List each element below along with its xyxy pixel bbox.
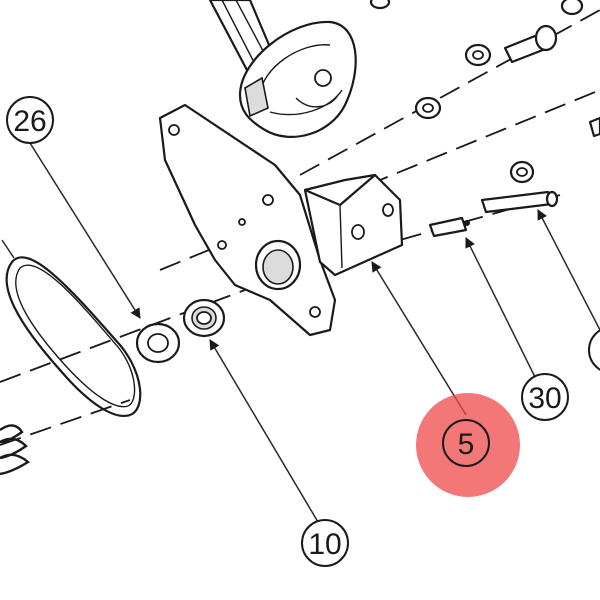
mounting-plate-part-5 bbox=[158, 103, 404, 337]
arm-assembly bbox=[208, 0, 357, 138]
callout-10: 10 bbox=[301, 519, 349, 567]
long-pin bbox=[480, 190, 559, 214]
callout-partial-right bbox=[588, 329, 600, 371]
drive-belt bbox=[5, 256, 142, 417]
svg-text:30: 30 bbox=[528, 382, 561, 415]
washer-part-26 bbox=[135, 322, 181, 364]
pin-part-30 bbox=[428, 216, 470, 238]
svg-text:5: 5 bbox=[458, 428, 475, 461]
seal-part-10 bbox=[182, 298, 226, 338]
callout-26: 26 bbox=[6, 96, 54, 144]
callout-5-highlighted: 5 bbox=[416, 393, 520, 497]
spring bbox=[0, 424, 31, 476]
highlight-marker bbox=[416, 393, 520, 497]
svg-text:26: 26 bbox=[13, 105, 46, 138]
leader-lines bbox=[1, 142, 600, 523]
upper-right-hardware bbox=[369, 0, 600, 184]
svg-text:10: 10 bbox=[308, 528, 341, 561]
callout-30: 30 bbox=[521, 373, 569, 421]
